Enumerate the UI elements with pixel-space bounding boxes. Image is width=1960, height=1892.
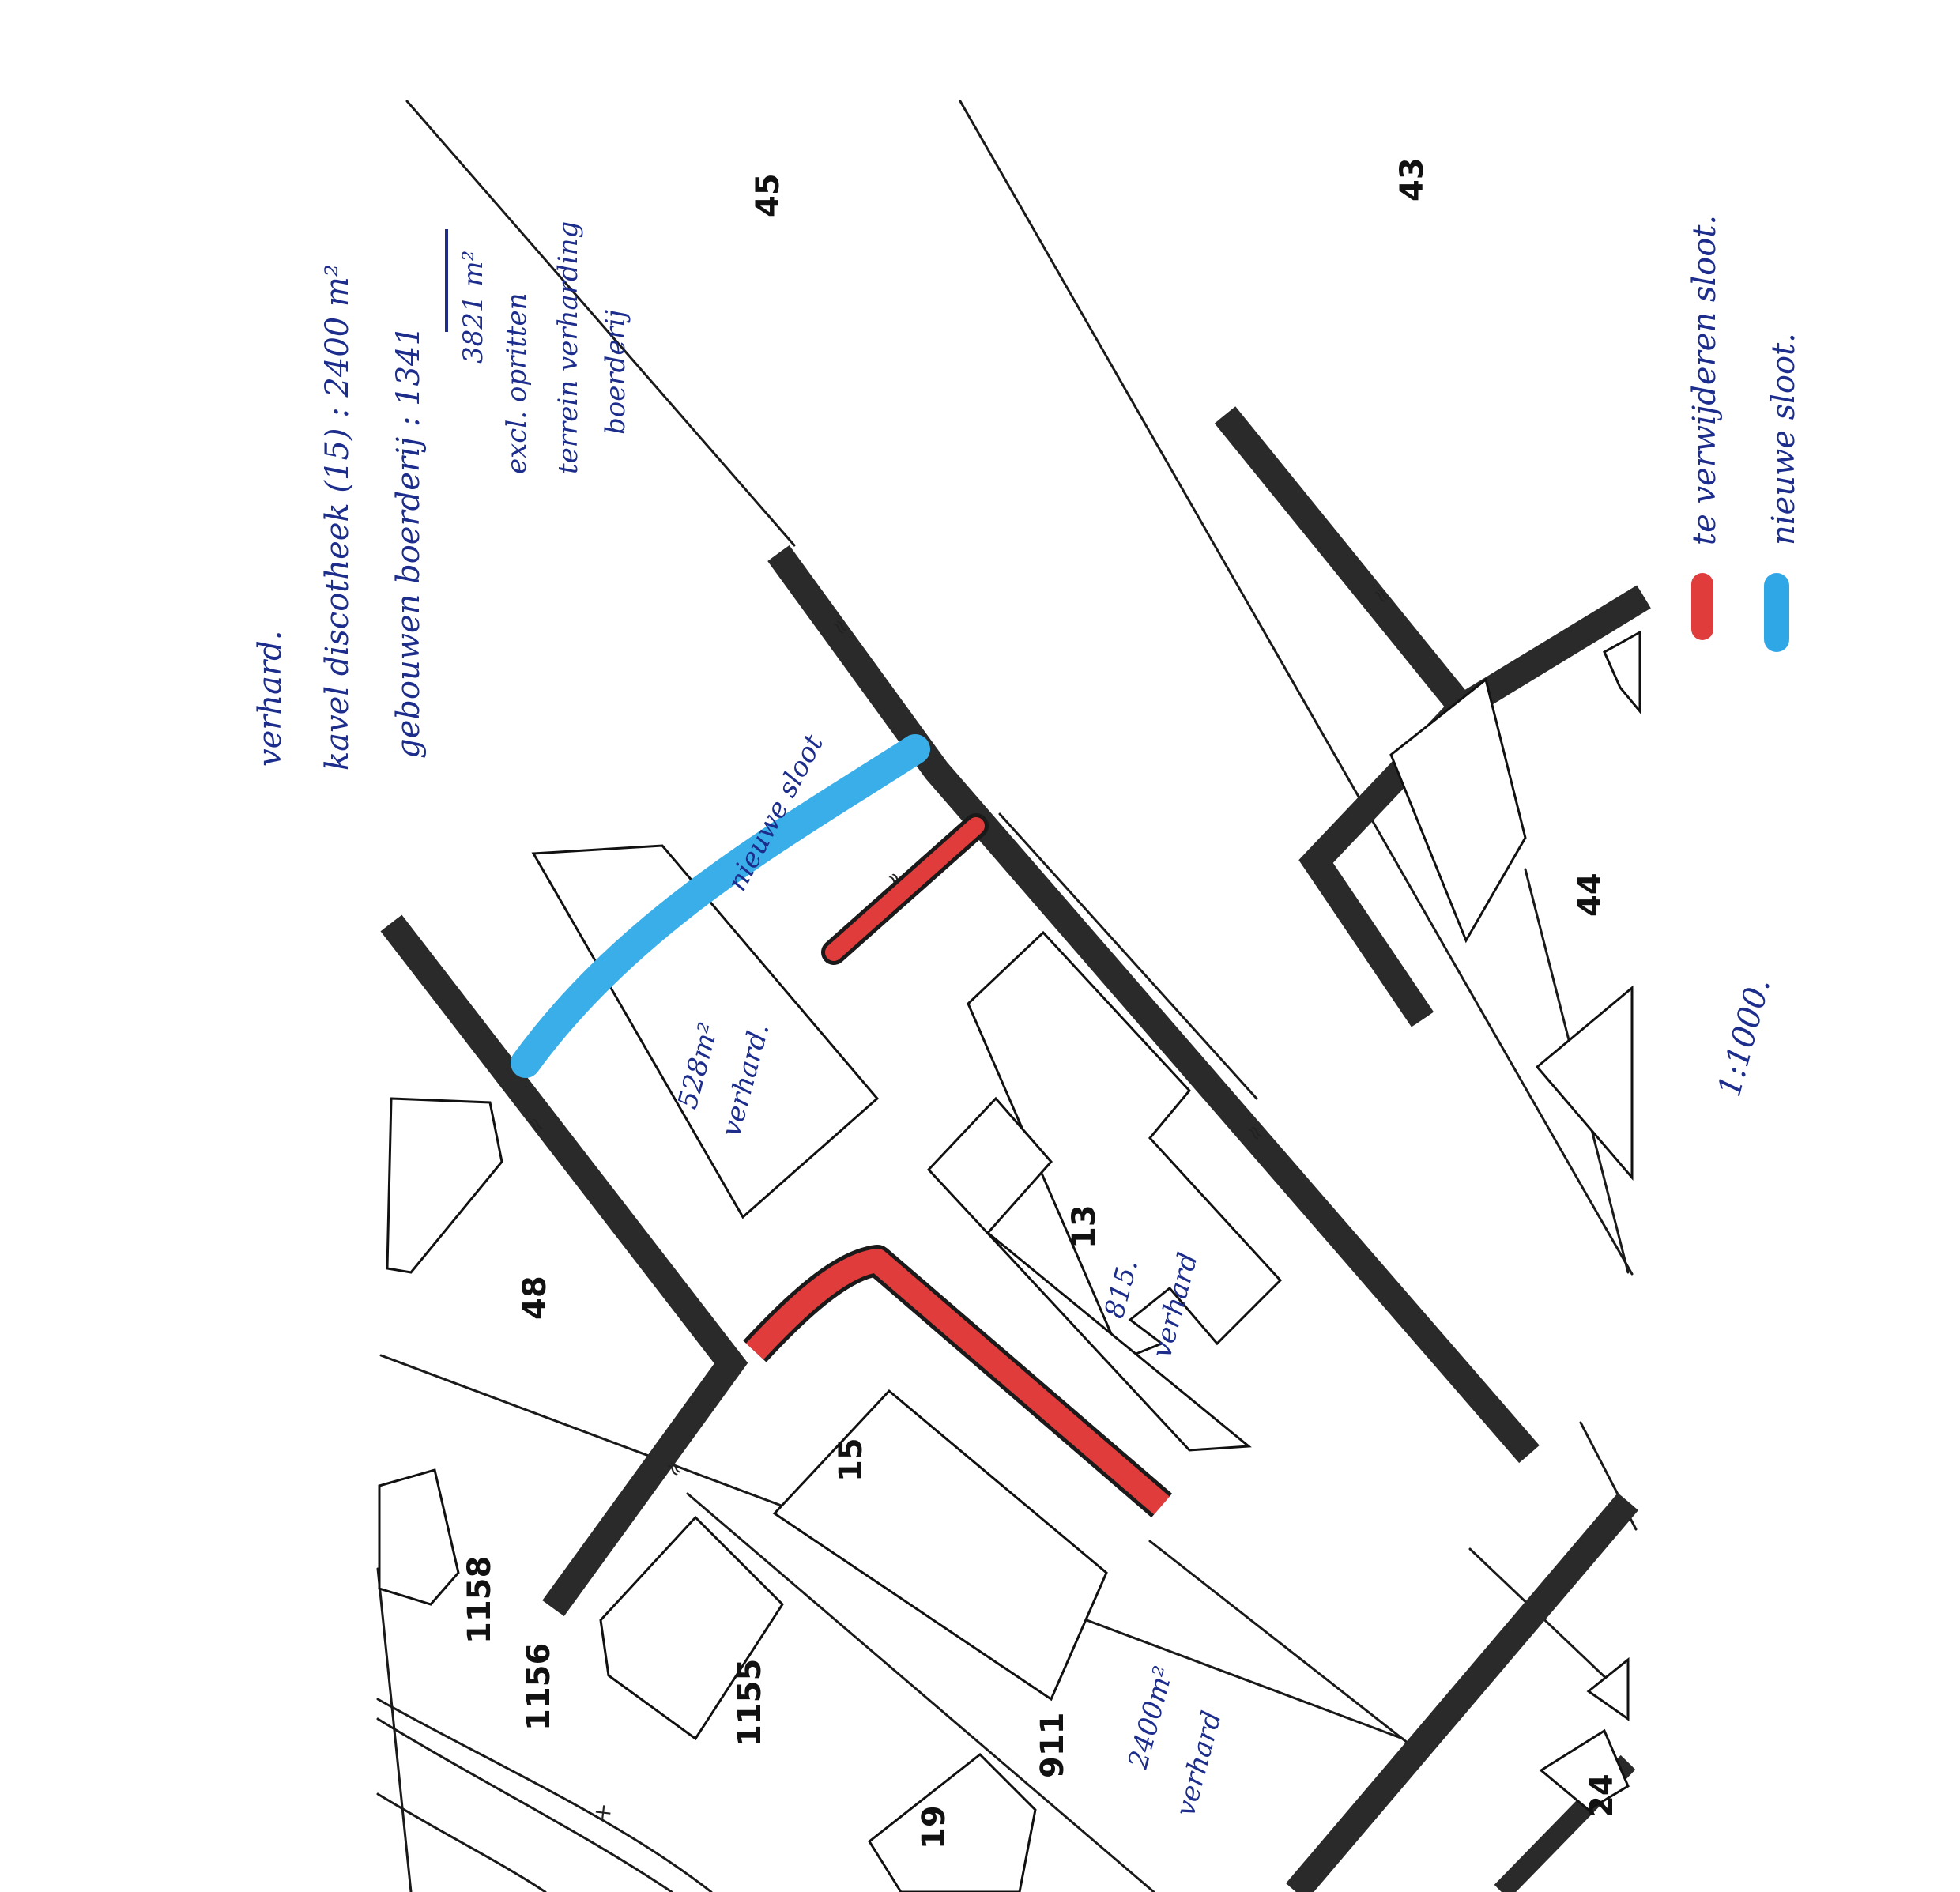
parcel-1156: 1156: [521, 1643, 557, 1731]
legend-swatch-remove: [1691, 573, 1713, 640]
svg-text:×: ×: [588, 1799, 617, 1827]
lower-drainage-lines: [376, 1698, 713, 1892]
parcel-13: 13: [1066, 1204, 1102, 1249]
note-kavel-discotheek: kavel discotheek (15) : 2400 m²: [319, 264, 356, 771]
note-verhard: verhard.: [252, 631, 288, 767]
ditches-to-remove: [743, 813, 1173, 1518]
new-ditch: [511, 734, 930, 1078]
parcel-43: 43: [1394, 157, 1430, 202]
legend-label-remove: te verwijderen sloot.: [1687, 215, 1723, 545]
scale-label: 1:1000.: [1711, 974, 1777, 1100]
parcel-45: 45: [750, 173, 786, 217]
note-terrein-verharding: terrein verharding: [552, 221, 584, 474]
note-area-2400-sub: verhard: [1170, 1708, 1228, 1820]
note-excl-opritten: excl. opritten: [501, 292, 533, 474]
note-gebouwen-boerderij: gebouwen boerderij : 1341: [390, 326, 427, 759]
legend-swatch-new: [1764, 573, 1789, 652]
parcel-numbers: 45 43 44 48 13 15 1158 1156 1155 911 19 …: [462, 157, 1620, 1849]
buildings: [378, 630, 1642, 1892]
parcel-24: 24: [1584, 1773, 1620, 1818]
red-ditch-top-fill: [825, 817, 985, 961]
note-boerderij: boerderij: [600, 309, 631, 435]
parcel-15: 15: [833, 1438, 869, 1482]
existing-ditches: [380, 406, 1651, 1892]
legend-label-new: nieuwe sloot.: [1766, 333, 1802, 545]
parcel-19: 19: [916, 1805, 952, 1849]
parcel-boundaries: [376, 100, 1638, 1892]
parcel-1155: 1155: [732, 1659, 768, 1747]
parcel-48: 48: [517, 1276, 553, 1320]
parcel-911: 911: [1035, 1713, 1071, 1779]
note-area-2400: 2400m²: [1122, 1663, 1180, 1773]
note-total: 3821 m²: [458, 251, 489, 364]
red-ditch-bottom-fill: [746, 1249, 1170, 1515]
legend: te verwijderen sloot. nieuwe sloot.: [1687, 215, 1802, 652]
parcel-1158: 1158: [462, 1556, 498, 1644]
parcel-44: 44: [1572, 873, 1608, 917]
